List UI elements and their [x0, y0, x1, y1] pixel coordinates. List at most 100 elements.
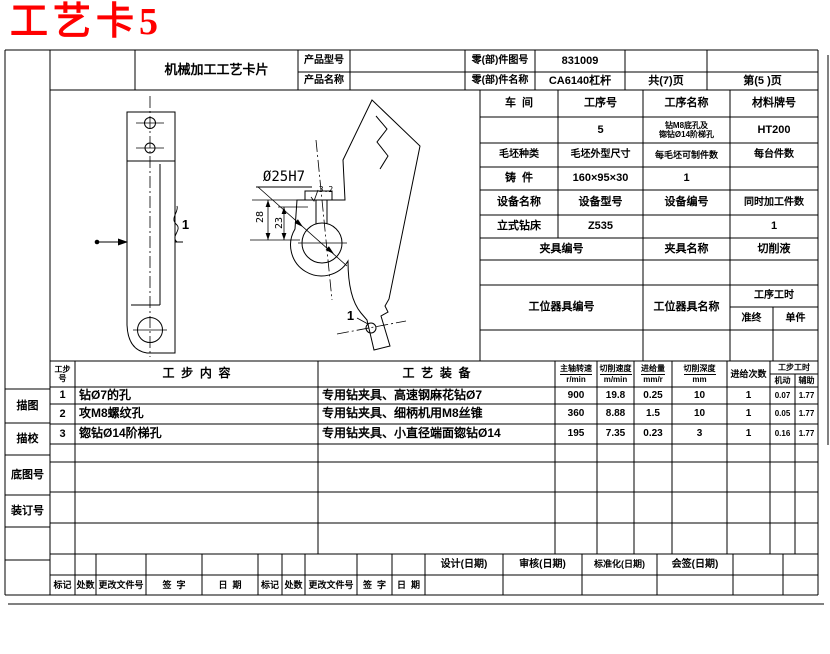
operation-no-value: 5: [597, 123, 604, 136]
dim-arrow-icon: [281, 207, 287, 214]
fixture-no-label: 夹具编号: [539, 242, 584, 255]
approval-design: 设计(日期): [440, 558, 488, 570]
step-equipment: 专用钻夹具、小直径端面锪钻Ø14: [322, 426, 501, 441]
step-machine-time: 0.05: [774, 409, 791, 419]
step-no: 1: [59, 389, 66, 402]
coolant-label: 切削液: [757, 242, 791, 255]
lever-outline: [290, 99, 421, 351]
col-depth: 切削深度 mm: [683, 364, 716, 384]
product-model-label: 产品型号: [304, 55, 344, 67]
op-time-label: 工序工时: [754, 290, 794, 302]
step-content: 钻Ø7的孔: [79, 387, 132, 402]
datum-squiggle: [173, 205, 179, 243]
step-no: 3: [59, 427, 66, 440]
strip-count-label: 处数: [76, 579, 95, 590]
strip-signature-label: 签 字: [362, 579, 386, 590]
leader-arrow-icon: [325, 246, 334, 254]
step-passes: 1: [745, 389, 752, 401]
operation-no-label: 工序号: [584, 97, 617, 110]
page-title: 工艺卡5: [10, 1, 164, 43]
side-view-outline: [126, 111, 176, 354]
col-step-no: 工步号: [54, 364, 71, 383]
equipment-name-value: 立式钻床: [497, 220, 541, 233]
parts-per-blank-label: 每毛坯可制件数: [654, 149, 718, 160]
step-depth: 10: [693, 408, 706, 420]
prep-time-label: 准终: [741, 312, 762, 324]
approval-review: 审核(日期): [519, 558, 566, 570]
part-drawing-no-label: 零(部)件图号: [471, 55, 529, 67]
margin-tracing-check-label: 描校: [16, 432, 39, 445]
leader-arrow-icon: [294, 219, 303, 227]
simultaneous-parts-value: 1: [770, 220, 778, 233]
view-arrow-icon: [118, 238, 128, 246]
part-drawing-main-view: [250, 99, 421, 351]
col-cutting-speed: 切削速度 m/min: [599, 364, 632, 384]
step-feed: 0.23: [643, 428, 663, 440]
approval-standardization: 标准化(日期): [594, 559, 645, 570]
dim-28-label: 28: [255, 210, 267, 224]
col-step-time: 工步工时: [778, 362, 810, 372]
equipment-no-label: 设备编号: [664, 196, 709, 209]
lever-step-edge: [375, 115, 389, 170]
equipment-name-label: 设备名称: [497, 196, 541, 209]
strip-count-label: 处数: [284, 579, 303, 590]
strip-mark-label: 标记: [53, 579, 72, 590]
col-machine-time: 机动: [774, 375, 791, 385]
dim-diameter-label: Ø25H7: [262, 169, 306, 186]
parts-per-blank-value: 1: [683, 172, 690, 185]
step-equipment: 专用钻夹具、细柄机用M8丝锥: [322, 406, 483, 421]
step-aux-time: 1.77: [798, 429, 815, 439]
operation-name-label: 工序名称: [664, 97, 709, 110]
part-name-label: 零(部)件名称: [471, 75, 529, 87]
dim-arrow-icon: [265, 200, 271, 207]
strip-signature-label: 签 字: [162, 579, 186, 590]
total-pages: 共(7)页: [648, 74, 684, 87]
approval-countersign: 会签(日期): [671, 558, 719, 570]
simultaneous-parts-label: 同时加工件数: [744, 196, 804, 208]
col-feed: 进给量 mm/r: [641, 364, 665, 384]
step-cutting-speed: 7.35: [605, 428, 626, 440]
step-machine-time: 0.07: [774, 390, 791, 400]
col-process-equipment: 工 艺 装 备: [402, 366, 471, 381]
step-aux-time: 1.77: [798, 390, 815, 400]
equipment-model-value: Z535: [587, 220, 614, 233]
roughness-label: 3.2: [318, 185, 334, 195]
part-name-value: CA6140杠杆: [548, 74, 612, 87]
workshop-label: 车 间: [504, 97, 534, 110]
step-passes: 1: [745, 408, 752, 420]
card-title: 机械加工工艺卡片: [164, 61, 269, 77]
blank-size-value: 160×95×30: [572, 172, 629, 185]
margin-tracing-label: 描图: [16, 399, 39, 412]
blank-type-value: 铸 件: [504, 172, 534, 185]
blank-size-label: 毛坯外型尺寸: [570, 149, 631, 161]
dim-arrow-icon: [265, 233, 271, 240]
part-drawing-side-view: [94, 96, 183, 357]
part-drawing-no-value: 831009: [561, 54, 599, 67]
parts-per-unit-label: 每台件数: [754, 149, 794, 161]
strip-mark-label: 标记: [260, 579, 279, 590]
col-spindle-speed: 主轴转速 r/min: [560, 364, 592, 384]
step-content: 攻M8螺纹孔: [79, 406, 144, 421]
step-equipment: 专用钻夹具、高速钢麻花钻Ø7: [322, 387, 483, 402]
leg-centerline: [336, 320, 407, 335]
step-content: 锪钻Ø14阶梯孔: [79, 426, 162, 441]
datum-label-side-view: 1: [181, 216, 190, 232]
step-machine-time: 0.16: [774, 429, 791, 439]
material-label: 材料牌号: [752, 97, 796, 110]
margin-base-drawing-no-label: 底图号: [11, 468, 44, 481]
strip-change-doc-label: 更改文件号: [308, 579, 354, 590]
bore-centerline: [315, 139, 333, 301]
tooling-no-label: 工位器具编号: [528, 301, 595, 314]
leg-hole: [365, 322, 377, 334]
step-cutting-speed: 19.8: [605, 389, 626, 401]
boss-tab: [304, 190, 333, 200]
dim-arrow-icon: [281, 233, 287, 240]
roughness-check-icon: [310, 189, 319, 202]
step-no: 2: [59, 407, 66, 420]
step-depth: 3: [696, 428, 703, 440]
blank-type-label: 毛坯种类: [499, 149, 539, 161]
product-name-label: 产品名称: [304, 75, 344, 87]
step-passes: 1: [745, 428, 752, 440]
